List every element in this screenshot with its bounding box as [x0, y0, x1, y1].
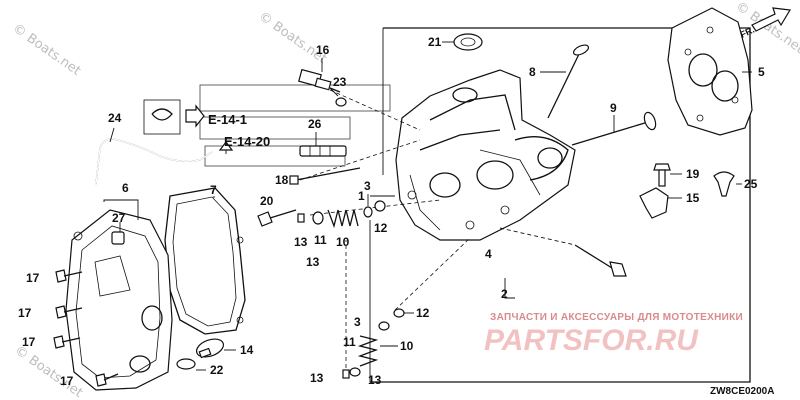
part-cover-bolts	[53, 269, 119, 387]
leader-24	[109, 127, 115, 143]
part-sensor-washer	[335, 97, 347, 107]
part-clip	[713, 171, 735, 197]
callout-16: 16	[316, 43, 330, 57]
part-small-bolt	[653, 163, 671, 187]
callout-13b: 13	[306, 255, 320, 269]
part-upper-valve-spring-set	[297, 200, 386, 229]
callout-9: 9	[610, 101, 617, 115]
callout-17d: 17	[60, 374, 74, 388]
callout-6: 6	[122, 181, 129, 195]
callout-18: 18	[275, 173, 289, 187]
callout-3b: 3	[354, 315, 361, 329]
callout-26: 26	[308, 117, 322, 131]
part-bracket	[639, 187, 669, 219]
reference-e-14-1: E-14-1	[208, 112, 247, 127]
callout-13c: 13	[310, 371, 324, 385]
part-hose-clamp	[143, 99, 205, 135]
part-lower-valve-spring-set	[342, 308, 405, 379]
part-exhaust-valve	[547, 44, 590, 119]
part-head-gasket	[667, 7, 753, 136]
part-breather-tube	[95, 138, 213, 185]
callout-21: 21	[428, 35, 442, 49]
callout-20: 20	[260, 194, 274, 208]
callout-5: 5	[758, 65, 765, 79]
callout-2: 2	[501, 287, 508, 301]
part-oil-filler-cap	[195, 338, 225, 359]
diagram-code: ZW8CE0200A	[710, 386, 774, 397]
callout-10: 10	[336, 235, 350, 249]
assembly-frame	[370, 27, 751, 383]
part-head-cover-gasket	[164, 187, 246, 335]
leader-4-dash	[499, 227, 576, 246]
alignment-line-c	[329, 89, 421, 131]
part-intake-valve	[571, 111, 657, 146]
reference-e-14-20: E-14-20	[224, 134, 270, 149]
leader-2	[504, 278, 515, 299]
callout-11b: 11	[343, 335, 356, 349]
watermark-top-center: © Boats.net	[256, 9, 330, 67]
callout-12b: 12	[416, 306, 430, 320]
brand-tagline: ЗАПЧАСТИ И АКСЕССУАРЫ ДЛЯ МОТОТЕХНИКИ	[490, 312, 743, 323]
callout-7: 7	[210, 183, 217, 197]
part-bolt-20	[257, 209, 297, 227]
reference-arrow-head	[218, 141, 234, 151]
watermark-top-left: © Boats.net	[10, 21, 84, 79]
callout-14: 14	[240, 343, 254, 357]
alignment-line-a	[299, 139, 421, 181]
part-head-bolt	[574, 244, 627, 277]
part-spark-plug	[299, 145, 347, 157]
part-head-cover	[65, 209, 173, 391]
part-long-bolt	[289, 167, 361, 185]
part-o-ring	[176, 358, 196, 370]
callout-3: 3	[364, 179, 371, 193]
callout-25: 25	[744, 177, 758, 191]
callout-13d: 13	[368, 373, 382, 387]
part-oil-seal	[453, 33, 483, 51]
callout-12: 12	[374, 221, 388, 235]
callout-23: 23	[333, 75, 347, 89]
leader-23	[329, 87, 339, 97]
callout-17a: 17	[26, 271, 40, 285]
callout-11: 11	[314, 233, 327, 247]
callout-15: 15	[686, 191, 700, 205]
callout-4: 4	[485, 247, 492, 261]
callout-1: 1	[358, 189, 365, 203]
callout-19: 19	[686, 167, 700, 181]
callout-17b: 17	[18, 306, 32, 320]
callout-13a: 13	[294, 235, 308, 249]
part-cylinder-head	[395, 69, 576, 241]
callout-8: 8	[529, 65, 536, 79]
callout-24: 24	[108, 111, 122, 125]
callout-22: 22	[210, 363, 224, 377]
alignment-line-d	[394, 237, 471, 311]
part-temperature-sensor	[298, 68, 341, 93]
callout-10b: 10	[400, 339, 414, 353]
brand-logo: PARTSFOR.RU	[484, 324, 699, 357]
leader-6	[103, 199, 139, 220]
callout-17c: 17	[22, 335, 36, 349]
callout-27: 27	[112, 211, 126, 225]
